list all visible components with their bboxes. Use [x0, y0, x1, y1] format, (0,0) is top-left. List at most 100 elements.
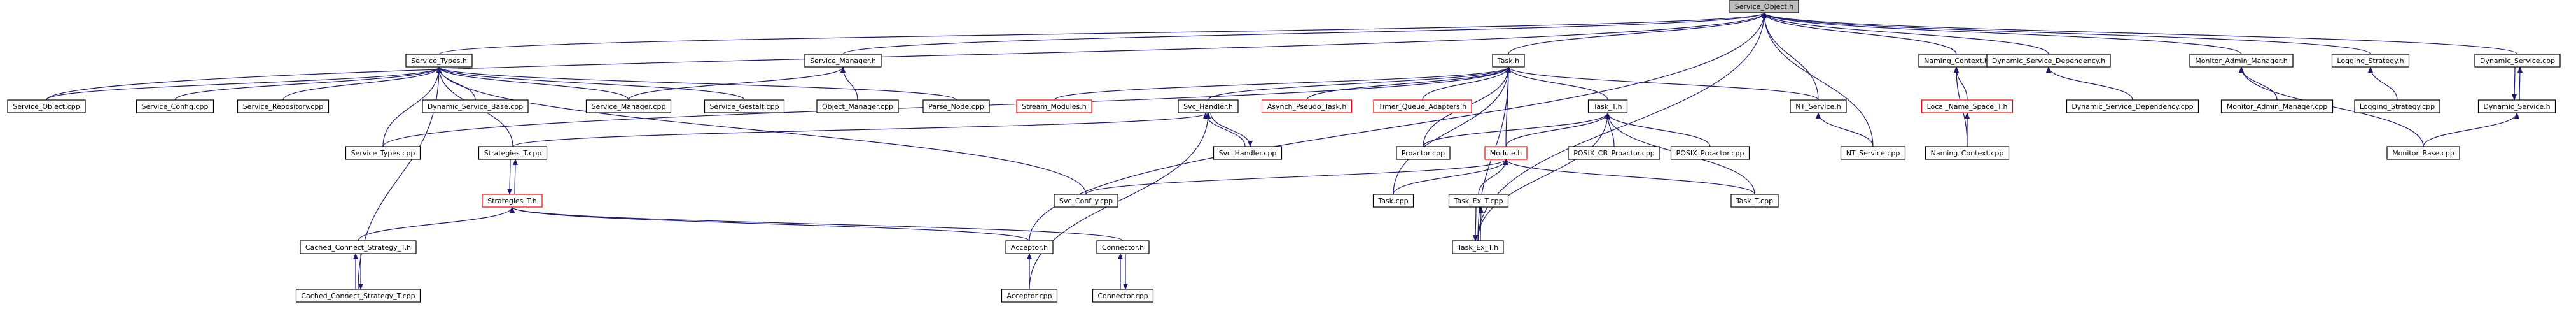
edge-task-ex-t-cpp-to-task-ex-t-h [1473, 206, 1479, 241]
node-svc-handler-cpp[interactable]: Svc_Handler.cpp [1213, 146, 1283, 160]
node-task-t-cpp[interactable]: Task_T.cpp [1730, 194, 1779, 208]
node-box [1484, 146, 1528, 160]
node-strategies-t-h[interactable]: Strategies_T.h [482, 194, 543, 208]
node-stream-modules-h[interactable]: Stream_Modules.h [1016, 99, 1092, 113]
node-label: Task_Ex_T.h [1457, 243, 1498, 252]
node-naming-context-cpp[interactable]: Naming_Context.cpp [1925, 146, 2010, 160]
edge-object-manager-cpp-to-service-manager-h [840, 66, 858, 101]
node-box [237, 99, 330, 113]
node-dynamic-service-dependency-h[interactable]: Dynamic_Service_Dependency.h [1986, 54, 2111, 68]
node-logging-strategy-h[interactable]: Logging_Strategy.h [2331, 54, 2410, 68]
node-dynamic-service-base-cpp[interactable]: Dynamic_Service_Base.cpp [422, 99, 529, 113]
node-dynamic-service-dependency-cpp[interactable]: Dynamic_Service_Dependency.cpp [2066, 99, 2199, 113]
node-connector-h[interactable]: Connector.h [1096, 240, 1150, 254]
node-posix-proactor-cpp[interactable]: POSIX_Proactor.cpp [1670, 146, 1750, 160]
node-monitor-admin-manager-cpp[interactable]: Monitor_Admin_Manager.cpp [2220, 99, 2334, 113]
edge-local-name-space-t-h-to-naming-context-h [1954, 66, 1968, 101]
edge-timer-queue-adapters-h-to-task-h [1422, 66, 1511, 101]
edge-svc-conf-y-cpp-to-service-types-h [436, 66, 1087, 195]
node-label: Logging_Strategy.cpp [2360, 103, 2435, 111]
node-label: POSIX_CB_Proactor.cpp [1573, 149, 1655, 157]
node-monitor-base-cpp[interactable]: Monitor_Base.cpp [2386, 146, 2460, 160]
node-box [2354, 99, 2440, 113]
node-label: Dynamic_Service_Dependency.h [1992, 57, 2105, 65]
node-asynch-pseudo-task-h[interactable]: Asynch_Pseudo_Task.h [1261, 99, 1353, 113]
edge-service-config-cpp-to-service-types-h [174, 66, 442, 101]
node-service-manager-cpp[interactable]: Service_Manager.cpp [585, 99, 672, 113]
node-posix-cb-proactor-cpp[interactable]: POSIX_CB_Proactor.cpp [1568, 146, 1660, 160]
node-label: Object_Manager.cpp [822, 103, 893, 111]
node-acceptor-cpp[interactable]: Acceptor.cpp [1001, 289, 1058, 303]
node-service-types-cpp[interactable]: Service_Types.cpp [345, 146, 421, 160]
node-dynamic-service-h[interactable]: Dynamic_Service.h [2477, 99, 2556, 113]
node-service-gestalt-cpp[interactable]: Service_Gestalt.cpp [704, 99, 785, 113]
node-box [1373, 99, 1472, 113]
edge-service-manager-h-to-service-object-h [842, 12, 1767, 55]
edge-strategies-t-cpp-to-svc-handler-h [512, 112, 1211, 147]
node-service-types-h[interactable]: Service_Types.h [405, 54, 473, 68]
node-nt-service-cpp[interactable]: NT_Service.cpp [1840, 146, 1906, 160]
node-label: Service_Types.h [411, 57, 467, 65]
edge-cached-connect-strategy-t-h-to-strategies-t-h [358, 206, 515, 241]
edge-task-t-h-to-task-h [1506, 66, 1608, 101]
node-logging-strategy-cpp[interactable]: Logging_Strategy.cpp [2354, 99, 2440, 113]
node-svc-handler-h[interactable]: Svc_Handler.h [1178, 99, 1239, 113]
node-box [1925, 146, 2010, 160]
node-monitor-admin-manager-h[interactable]: Monitor_Admin_Manager.h [2189, 54, 2294, 68]
node-box [1372, 194, 1414, 208]
edge-naming-context-h-to-service-object-h [1762, 12, 1957, 55]
edge-service-object-cpp-to-service-types-h [46, 66, 442, 101]
node-proactor-cpp[interactable]: Proactor.cpp [1396, 146, 1451, 160]
node-service-object-cpp[interactable]: Service_Object.cpp [7, 99, 86, 113]
edge-dynamic-service-cpp-to-service-object-h [1762, 12, 2518, 55]
edge-svc-handler-h-to-task-h [1208, 66, 1511, 101]
node-acceptor-h[interactable]: Acceptor.h [1005, 240, 1054, 254]
node-label: Task_T.h [1592, 103, 1622, 111]
node-label: Svc_Conf_y.cpp [1059, 197, 1113, 205]
node-nt-service-h[interactable]: NT_Service.h [1790, 99, 1847, 113]
node-service-repository-cpp[interactable]: Service_Repository.cpp [237, 99, 330, 113]
node-cached-connect-strategy-t-cpp[interactable]: Cached_Connect_Strategy_T.cpp [295, 289, 421, 303]
node-label: Service_Object.cpp [13, 103, 80, 111]
node-box [136, 99, 214, 113]
edge-monitor-admin-manager-h-to-service-object-h [1762, 12, 2242, 55]
node-box [2220, 99, 2334, 113]
node-service-manager-h[interactable]: Service_Manager.h [804, 54, 882, 68]
node-naming-context-h[interactable]: Naming_Context.h [1918, 54, 1995, 68]
node-task-t-h[interactable]: Task_T.h [1587, 99, 1628, 113]
node-svc-conf-y-cpp[interactable]: Svc_Conf_y.cpp [1054, 194, 1118, 208]
node-task-cpp[interactable]: Task.cpp [1372, 194, 1414, 208]
node-box [2189, 54, 2294, 68]
node-label: Timer_Queue_Adapters.h [1378, 103, 1466, 111]
edge-svc-handler-cpp-to-svc-handler-h [1203, 112, 1246, 147]
node-task-ex-t-h[interactable]: Task_Ex_T.h [1452, 240, 1504, 254]
edge-dynamic-service-dependency-cpp-to-dynamic-service-dependency-h [2046, 66, 2133, 101]
edge-acceptor-cpp-to-svc-handler-h [1029, 112, 1211, 290]
node-label: Monitor_Base.cpp [2392, 149, 2454, 157]
node-box [1005, 240, 1054, 254]
node-module-h[interactable]: Module.h [1484, 146, 1528, 160]
node-connector-cpp[interactable]: Connector.cpp [1092, 289, 1154, 303]
node-service-config-cpp[interactable]: Service_Config.cpp [136, 99, 214, 113]
node-dynamic-service-cpp[interactable]: Dynamic_Service.cpp [2474, 54, 2561, 68]
node-parse-node-cpp[interactable]: Parse_Node.cpp [922, 99, 990, 113]
edge-proactor-cpp-to-task-t-h [1423, 112, 1610, 147]
node-service-object-h[interactable]: Service_Object.h [1729, 0, 1799, 13]
edge-module-h-to-task-t-h [1505, 112, 1610, 147]
edge-task-t-cpp-to-module-h [1503, 159, 1755, 195]
node-label: Strategies_T.cpp [484, 149, 542, 157]
edge-monitor-admin-manager-cpp-to-monitor-admin-manager-h [2239, 66, 2278, 101]
node-timer-queue-adapters-h[interactable]: Timer_Queue_Adapters.h [1373, 99, 1472, 113]
node-box [804, 54, 882, 68]
node-box [1016, 99, 1092, 113]
node-strategies-t-cpp[interactable]: Strategies_T.cpp [478, 146, 548, 160]
node-box [1729, 0, 1799, 13]
node-task-h[interactable]: Task.h [1492, 54, 1525, 68]
node-local-name-space-t-h[interactable]: Local_Name_Space_T.h [1921, 99, 2014, 113]
node-object-manager-cpp[interactable]: Object_Manager.cpp [816, 99, 899, 113]
node-box [1730, 194, 1779, 208]
node-task-ex-t-cpp[interactable]: Task_Ex_T.cpp [1448, 194, 1509, 208]
edge-service-manager-cpp-to-service-types-h [436, 66, 629, 101]
node-cached-connect-strategy-t-h[interactable]: Cached_Connect_Strategy_T.h [300, 240, 417, 254]
